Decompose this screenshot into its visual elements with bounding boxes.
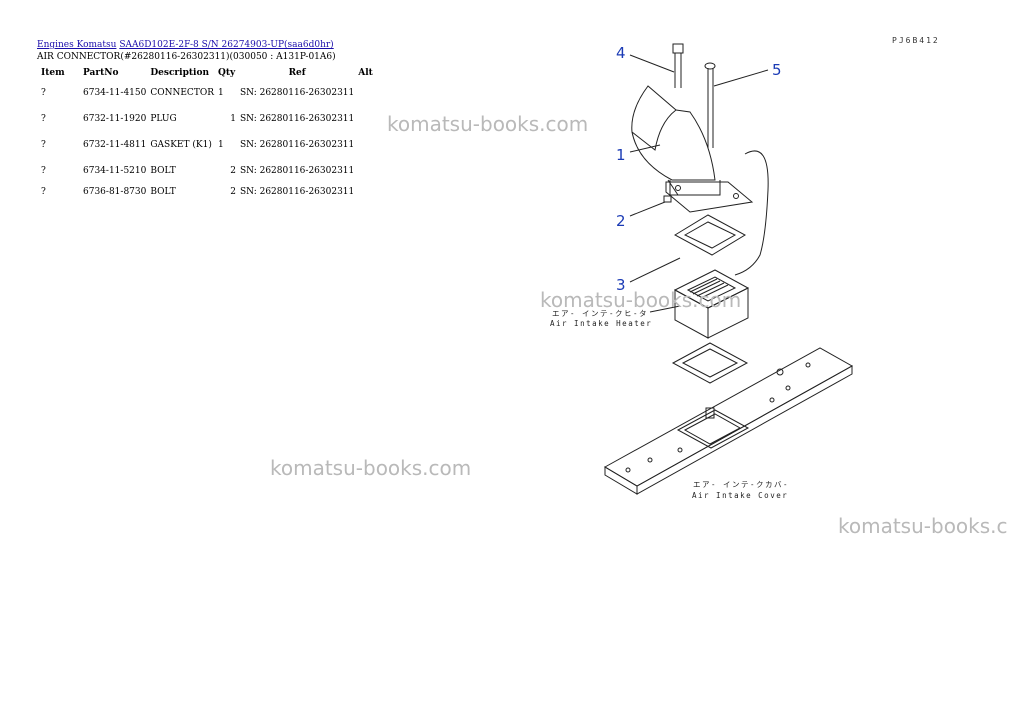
- breadcrumb-link-model[interactable]: SAA6D102E-2F-8 S/N 26274903-UP(saa6d0hr): [119, 40, 334, 50]
- watermark: komatsu-books.com: [540, 288, 742, 312]
- row-item: ?: [41, 187, 46, 197]
- row-qty: 2: [230, 166, 236, 176]
- plug: [663, 195, 672, 203]
- row-partno: 6732-11-4811: [83, 140, 147, 150]
- row-partno: 6736-81-8730: [83, 187, 147, 197]
- row-ref: SN: 26280116-26302311: [239, 166, 355, 176]
- row-item: ?: [41, 166, 46, 176]
- row-ref: SN: 26280116-26302311: [239, 114, 355, 124]
- table-row: ? 6732-11-1920 PLUG 1 SN: 26280116-26302…: [37, 106, 375, 132]
- row-qty: 1: [217, 88, 224, 98]
- table-row: ? 6736-81-8730 BOLT 2 SN: 26280116-26302…: [37, 184, 375, 200]
- callout-3: 3: [616, 276, 626, 294]
- row-description: PLUG: [150, 114, 177, 124]
- row-item: ?: [41, 140, 46, 150]
- table-row: ? 6732-11-4811 GASKET (K1) 1 SN: 2628011…: [37, 132, 375, 158]
- row-partno: 6732-11-1920: [83, 114, 147, 124]
- callout-1: 1: [616, 146, 626, 164]
- cover-caption-en: Air Intake Cover: [692, 491, 788, 500]
- row-ref: SN: 26280116-26302311: [239, 88, 355, 98]
- row-ref: SN: 26280116-26302311: [239, 140, 355, 150]
- air-intake-cover: [603, 347, 854, 495]
- watermark: komatsu-books.com: [270, 456, 472, 480]
- sensor-wire: [734, 150, 769, 276]
- row-partno: 6734-11-5210: [83, 166, 147, 176]
- gasket-upper: [673, 214, 747, 256]
- row-qty: 1: [230, 114, 236, 124]
- header-ref: Ref: [288, 68, 306, 78]
- row-description: GASKET (K1): [150, 140, 212, 150]
- row-description: CONNECTOR: [150, 88, 214, 98]
- parts-table: Item PartNo Description Qty Ref Alt ? 67…: [37, 66, 375, 200]
- row-alt: [356, 132, 375, 158]
- connector-elbow: [631, 85, 754, 213]
- breadcrumb-link-engines[interactable]: Engines Komatsu: [37, 40, 117, 50]
- cover-caption-jp: エア- インテ-クカバ-: [693, 480, 789, 489]
- row-partno: 6734-11-4150: [83, 88, 147, 98]
- row-alt: [356, 80, 375, 106]
- row-item: ?: [41, 88, 46, 98]
- breadcrumb: Engines Komatsu SAA6D102E-2F-8 S/N 26274…: [37, 40, 334, 50]
- table-row: ? 6734-11-5210 BOLT 2 SN: 26280116-26302…: [37, 158, 375, 184]
- page-subtitle: AIR CONNECTOR(#26280116-26302311)(030050…: [37, 52, 336, 62]
- header-qty: Qty: [217, 68, 236, 78]
- header-partno: PartNo: [83, 68, 119, 78]
- header-alt: Alt: [358, 68, 373, 78]
- callout-2: 2: [616, 212, 626, 230]
- diagram-code: PJ6B412: [892, 36, 940, 45]
- bolt-long: [672, 43, 684, 88]
- row-alt: [356, 184, 375, 200]
- parts-diagram: 4 5 1 2 3 エア- インテ-クヒ-タ Air Intake Heater…: [550, 43, 854, 500]
- air-intake-heater: [673, 269, 750, 339]
- row-description: BOLT: [150, 187, 176, 197]
- bolt-short: [704, 62, 716, 148]
- watermark: komatsu-books.com: [387, 112, 589, 136]
- row-ref: SN: 26280116-26302311: [239, 187, 355, 197]
- row-alt: [356, 106, 375, 132]
- row-description: BOLT: [150, 166, 176, 176]
- leader-lines: [629, 54, 769, 313]
- table-header-row: Item PartNo Description Qty Ref Alt: [37, 66, 375, 80]
- row-item: ?: [41, 114, 46, 124]
- heater-caption-jp: エア- インテ-クヒ-タ: [552, 309, 648, 318]
- watermark: komatsu-books.c: [838, 514, 1008, 538]
- row-qty: 2: [230, 187, 236, 197]
- callout-4: 4: [616, 44, 626, 62]
- gasket-lower: [671, 342, 749, 384]
- row-qty: 1: [217, 140, 224, 150]
- heater-caption-en: Air Intake Heater: [550, 319, 652, 328]
- callout-5: 5: [772, 61, 782, 79]
- header-description: Description: [150, 68, 209, 78]
- row-alt: [356, 158, 375, 184]
- table-row: ? 6734-11-4150 CONNECTOR 1 SN: 26280116-…: [37, 80, 375, 106]
- header-item: Item: [41, 68, 65, 78]
